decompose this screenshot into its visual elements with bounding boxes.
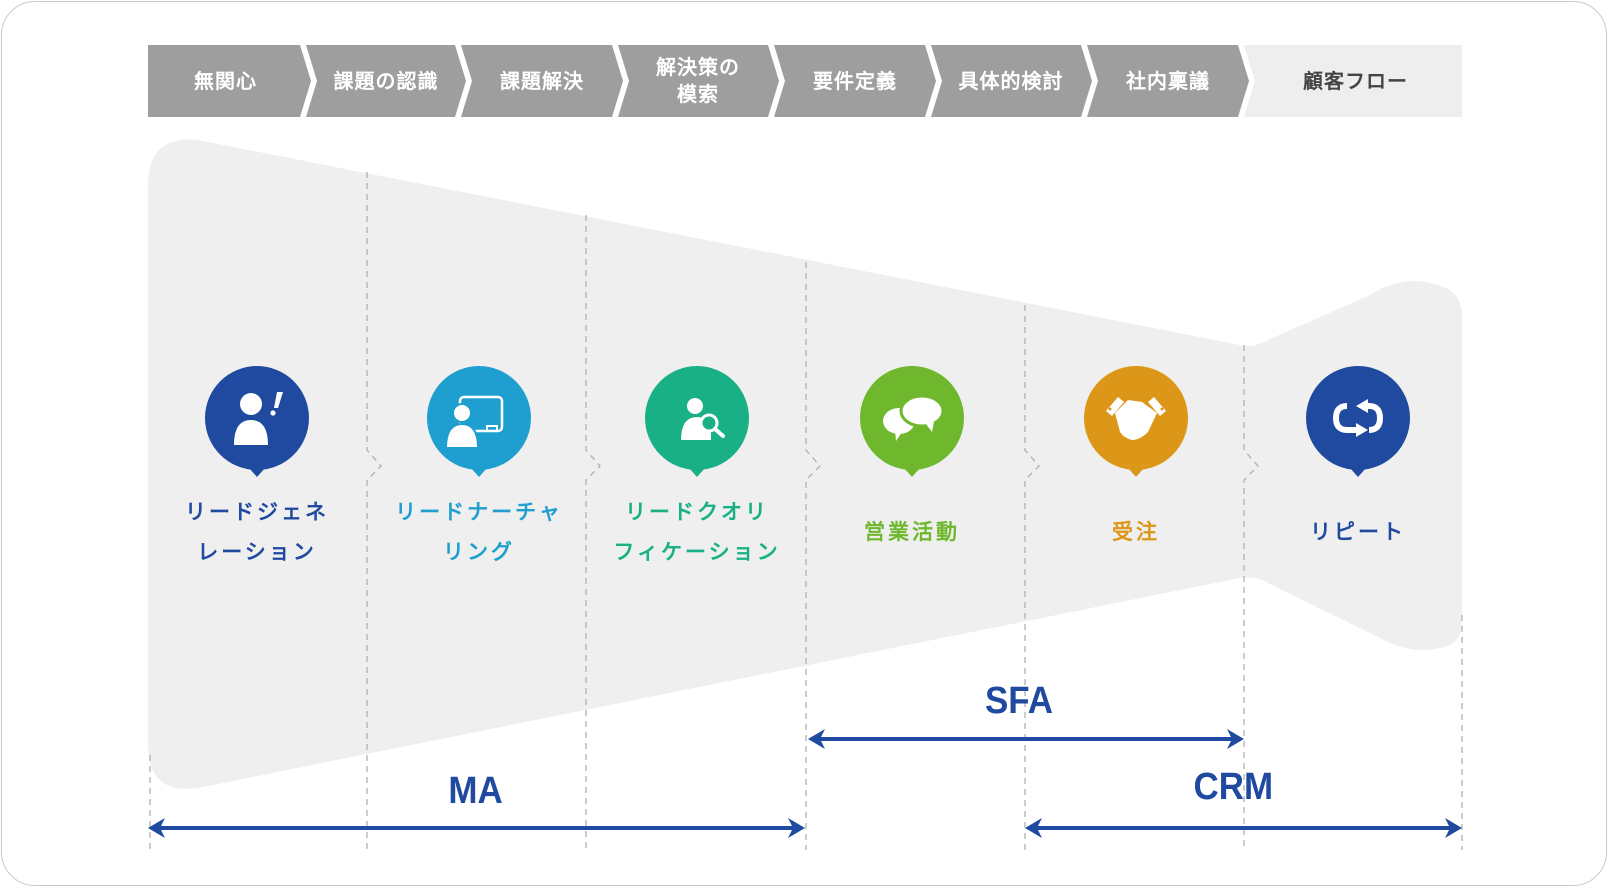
- person-whiteboard-icon: [444, 395, 504, 449]
- crm-range-arrow: [1025, 818, 1462, 838]
- stage-label-lead-generation: リードジェネ レーション: [185, 500, 329, 564]
- stage-icon-lead-qualification: [645, 366, 749, 477]
- person-search-icon: [681, 398, 725, 440]
- tool-label-ma: MA: [448, 770, 503, 812]
- chevron-step-1: [148, 45, 311, 117]
- header-step-label-customer-flow: 顧客フロー: [1303, 68, 1408, 93]
- chevron-step-4: [618, 45, 779, 117]
- tool-label-sfa: SFA: [984, 680, 1053, 722]
- handshake-icon: [1106, 397, 1166, 440]
- header-step-label: 無関心: [194, 68, 257, 93]
- sfa-range-arrow: [808, 729, 1244, 749]
- stage-dividers: [149, 172, 1463, 850]
- tool-arrows: [148, 729, 1462, 838]
- chevron-step-3: [461, 45, 623, 117]
- header-step-label: 課題の認識: [333, 68, 439, 93]
- stage-icon-order: [1084, 366, 1188, 477]
- funnel-shape: [148, 139, 1462, 789]
- chat-bubbles-icon: [883, 394, 945, 441]
- header-step-label: 具体的検討: [958, 68, 1064, 93]
- stage-icon-repeat: [1306, 366, 1410, 477]
- tool-label-crm: CRM: [1193, 766, 1274, 808]
- header-step-label: 社内稟議: [1126, 68, 1210, 93]
- chevron-step-7: [1087, 45, 1249, 117]
- header-step-label: 要件定義: [813, 68, 897, 93]
- stage-icons: [205, 366, 1410, 477]
- repeat-arrows-icon: [1332, 399, 1384, 437]
- stage-label-repeat: リピート: [1310, 520, 1406, 544]
- stage-label-order: 受注: [1112, 520, 1160, 544]
- ma-range-arrow: [148, 818, 805, 838]
- stage-icon-lead-nurturing: [427, 366, 531, 477]
- chevron-step-5: [774, 45, 936, 117]
- chevron-step-2: [306, 45, 466, 117]
- header-step-label: 解決策の 模索: [656, 55, 740, 106]
- stage-label-lead-qualification: リードクオリ フィケーション: [613, 500, 781, 564]
- chevron-step-8: [1244, 45, 1462, 117]
- header-chevrons: [148, 45, 1462, 117]
- stage-icon-sales-activity: [860, 366, 964, 477]
- stage-label-lead-nurturing: リードナーチャ リング: [395, 500, 563, 564]
- chevron-step-6: [931, 45, 1092, 117]
- stage-icon-lead-generation: [205, 366, 309, 477]
- stage-label-sales-activity: 営業活動: [864, 520, 960, 544]
- header-step-label: 課題解決: [500, 68, 584, 93]
- person-exclamation-icon: [234, 392, 283, 445]
